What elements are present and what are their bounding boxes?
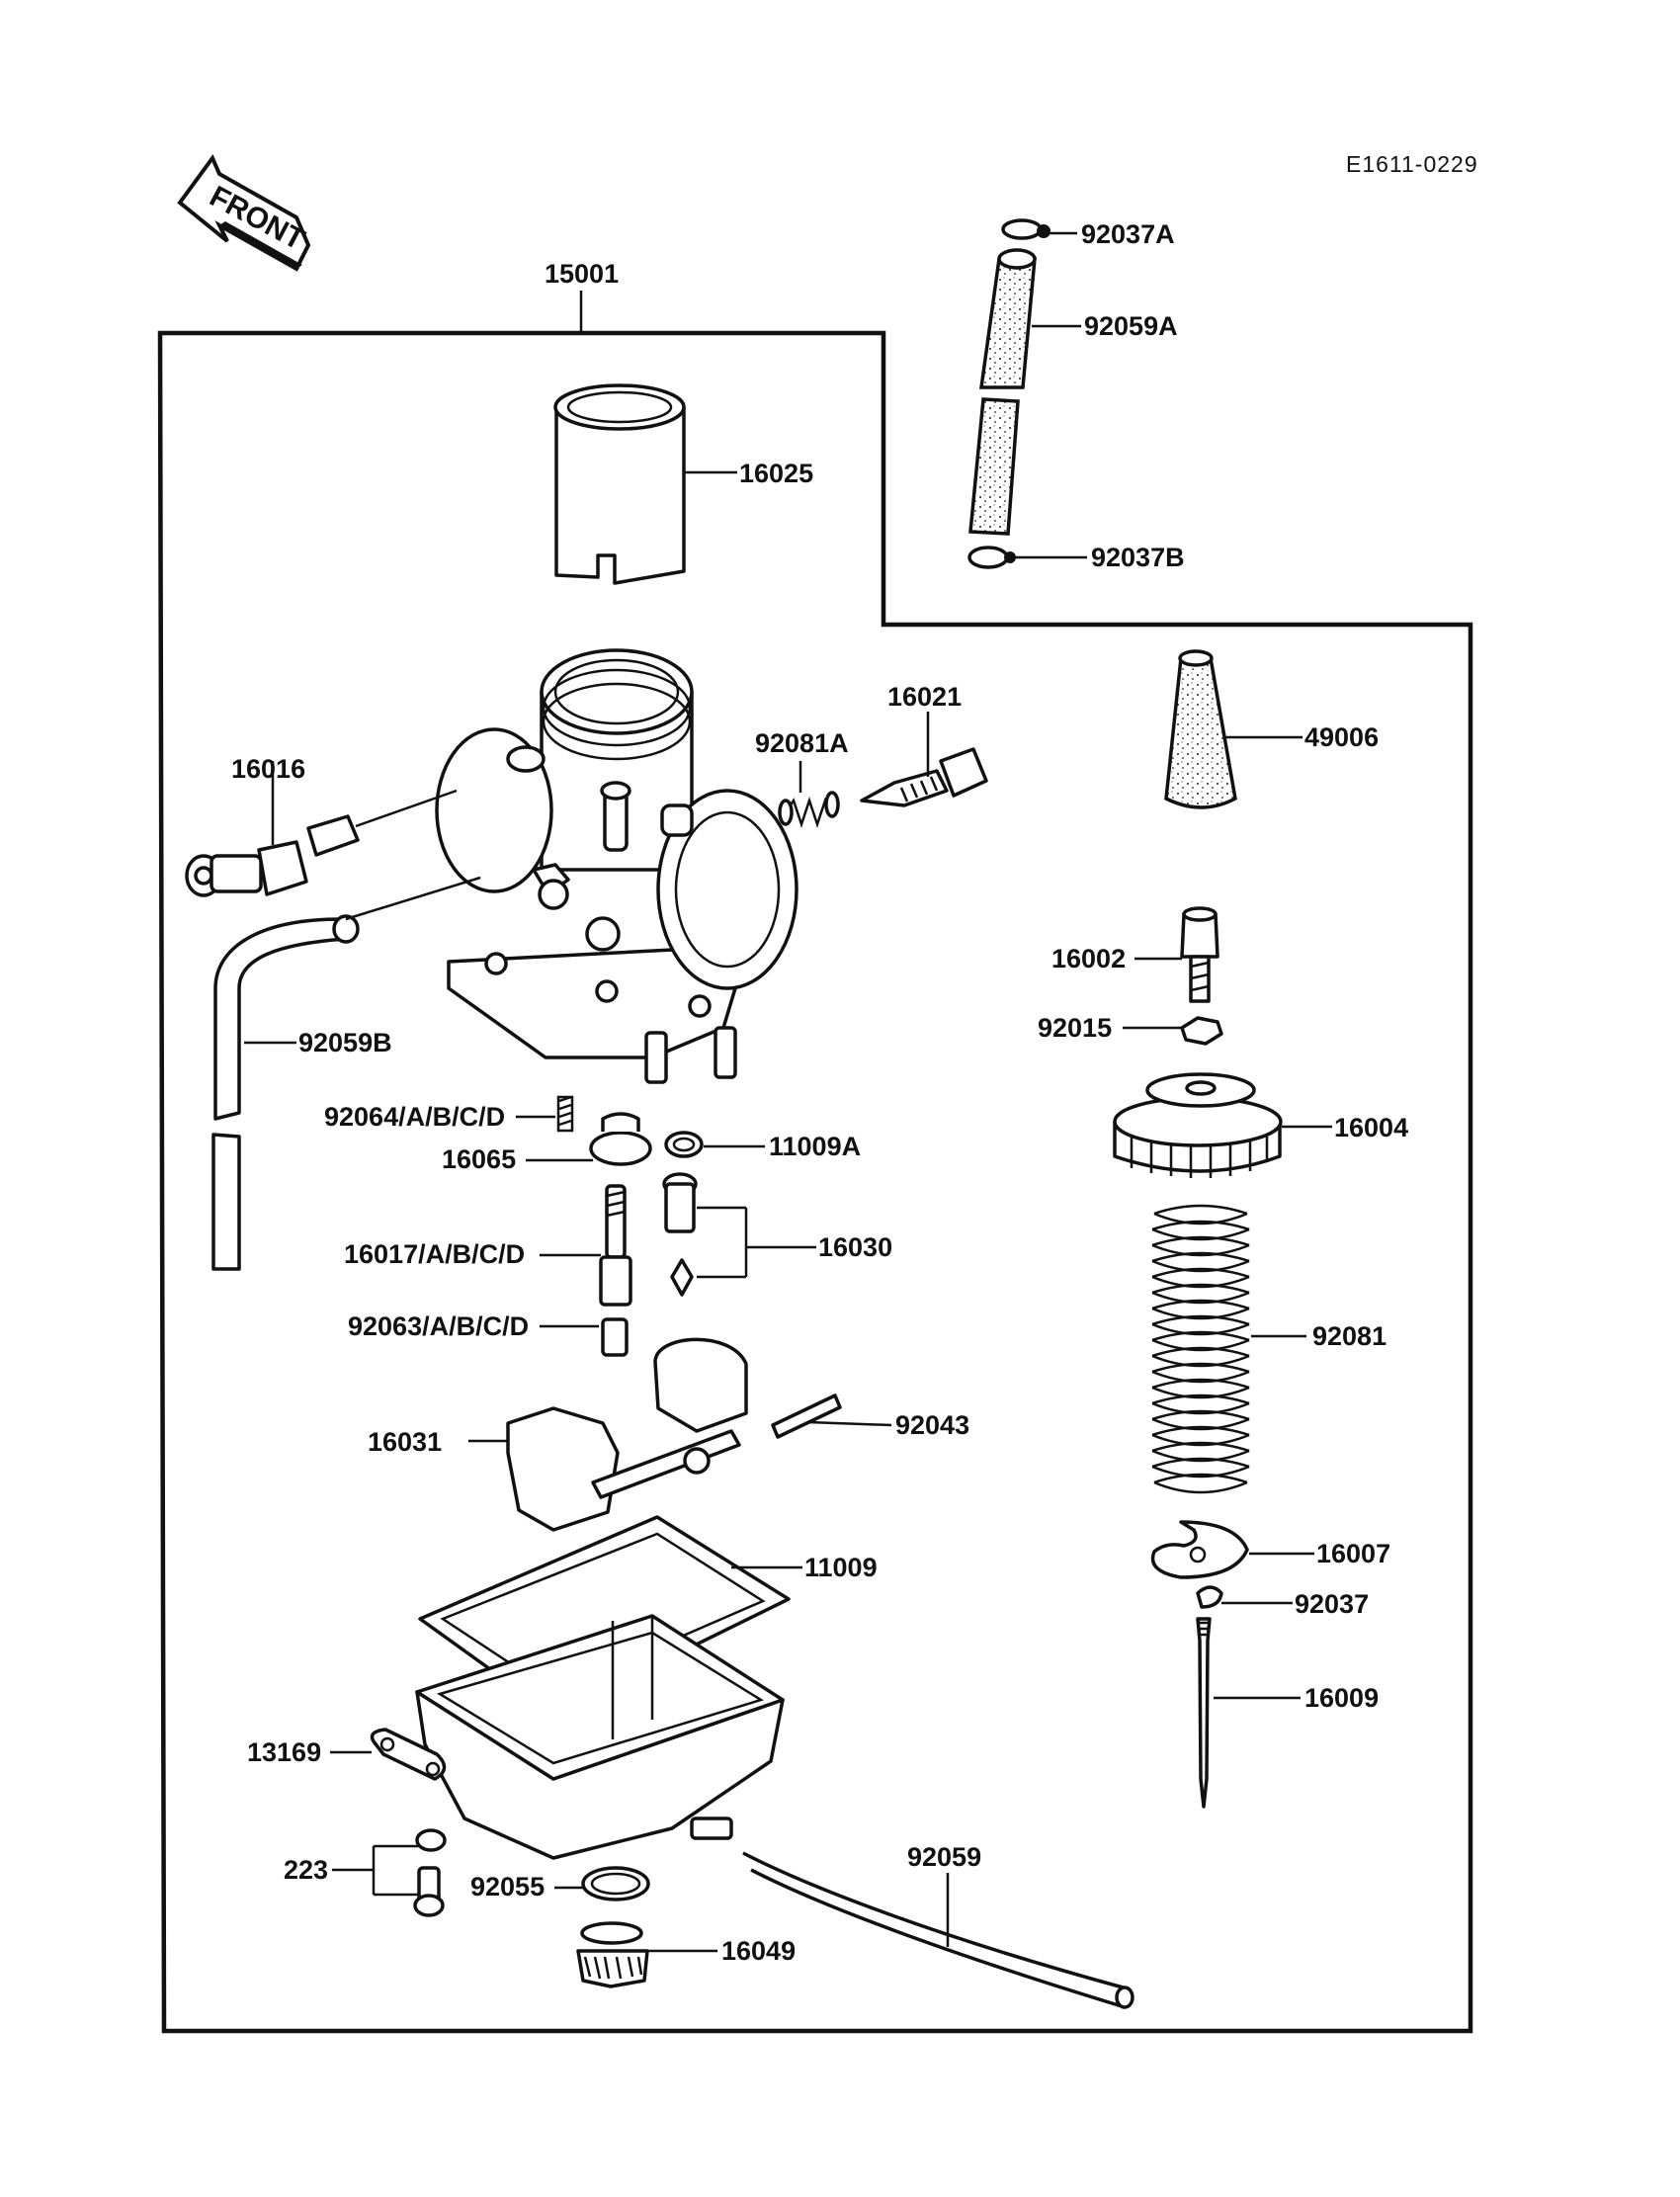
label-92037B: 92037B	[1091, 543, 1185, 572]
part-92059A: 92059A	[968, 248, 1178, 536]
part-16002: 16002	[1051, 906, 1219, 1003]
label-11009A: 11009A	[769, 1132, 861, 1161]
part-carburetor-body	[435, 648, 798, 1084]
label-11009: 11009	[804, 1553, 878, 1582]
label-16021: 16021	[887, 682, 962, 712]
part-92055: 92055	[470, 1866, 650, 1901]
label-92081A: 92081A	[755, 728, 849, 758]
label-92064: 92064/A/B/C/D	[324, 1102, 505, 1132]
label-223: 223	[284, 1855, 328, 1885]
part-92037A: 92037A	[1001, 218, 1175, 249]
label-16031: 16031	[368, 1427, 442, 1457]
label-92043: 92043	[895, 1410, 969, 1440]
part-16007: 16007	[1150, 1520, 1390, 1579]
part-11009A: 11009A	[664, 1131, 861, 1161]
part-16016: 16016	[185, 754, 458, 897]
label-13169: 13169	[247, 1737, 321, 1767]
label-16065: 16065	[442, 1144, 516, 1174]
label-16016: 16016	[231, 754, 305, 784]
label-16030: 16030	[818, 1232, 892, 1262]
label-16017: 16017/A/B/C/D	[344, 1239, 525, 1269]
part-16009: 16009	[1196, 1617, 1379, 1809]
label-92059A: 92059A	[1084, 311, 1178, 341]
part-13169: 13169	[247, 1728, 447, 1781]
part-92059B: 92059B	[211, 876, 481, 1271]
part-92063: 92063/A/B/C/D	[348, 1311, 629, 1357]
part-16021: 16021	[860, 682, 988, 807]
label-92037: 92037	[1295, 1589, 1369, 1619]
label-16009: 16009	[1304, 1683, 1379, 1713]
part-92015: 92015	[1038, 1013, 1223, 1046]
part-92059: 92059	[742, 1842, 1134, 2009]
part-49006: 49006	[1164, 649, 1379, 809]
part-float-bowl	[415, 1614, 785, 1860]
label-16002: 16002	[1051, 944, 1126, 973]
part-16031: 16031	[368, 1337, 748, 1532]
part-92037: 92037	[1196, 1585, 1369, 1619]
part-16017: 16017/A/B/C/D	[344, 1184, 632, 1307]
part-223: 223	[284, 1828, 447, 1917]
diagram-code: E1611-0229	[1346, 151, 1478, 177]
label-16025: 16025	[739, 459, 813, 488]
label-92059: 92059	[907, 1842, 981, 1872]
part-16025: 16025	[553, 383, 813, 585]
label-92063: 92063/A/B/C/D	[348, 1311, 529, 1341]
front-arrow-icon: FRONT	[177, 154, 311, 272]
part-92081: 92081	[1151, 1204, 1386, 1494]
label-16004: 16004	[1334, 1113, 1408, 1142]
part-16004: 16004	[1113, 1072, 1408, 1178]
part-16030: 16030	[662, 1172, 892, 1297]
label-92015: 92015	[1038, 1013, 1112, 1043]
part-92064: 92064/A/B/C/D	[324, 1095, 574, 1133]
label-49006: 49006	[1304, 722, 1379, 752]
assembly-border	[157, 330, 1473, 2034]
part-92037B: 92037B	[967, 543, 1185, 572]
label-15001: 15001	[545, 259, 619, 289]
part-16065: 16065	[442, 1112, 652, 1174]
label-16007: 16007	[1316, 1539, 1390, 1568]
label-92037A: 92037A	[1081, 219, 1175, 249]
part-92081A: 92081A	[755, 728, 849, 828]
label-92055: 92055	[470, 1872, 545, 1901]
label-92059B: 92059B	[298, 1028, 392, 1057]
label-16049: 16049	[721, 1936, 796, 1966]
part-92043: 92043	[771, 1394, 969, 1440]
part-16049: 16049	[576, 1921, 796, 1988]
label-92081: 92081	[1312, 1321, 1386, 1351]
